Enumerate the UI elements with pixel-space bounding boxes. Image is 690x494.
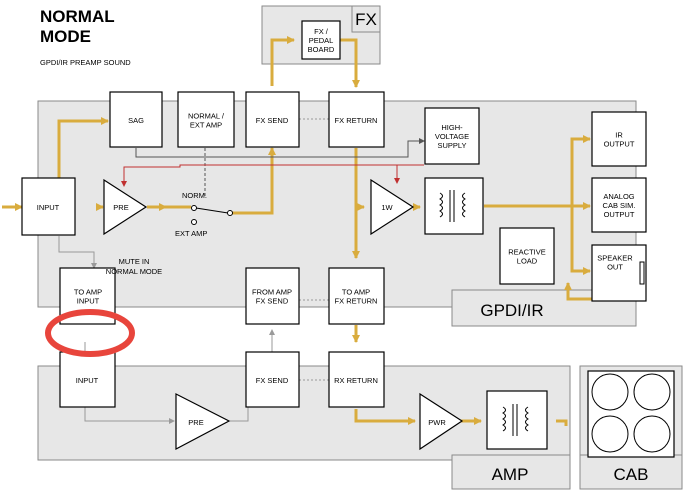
gpdi-tag-label: GPDI/IR	[480, 301, 543, 320]
subtitle: GPDI/IR PREAMP SOUND	[40, 58, 131, 67]
hv-supply-label: HIGH-	[441, 123, 463, 132]
norm-ext-switch	[166, 205, 233, 225]
input-label: INPUT	[37, 203, 60, 212]
to-amp-input-label: INPUT	[77, 297, 100, 306]
fx-pedal-board-label: PEDAL	[309, 36, 334, 45]
fx-pedal-board-label: BOARD	[308, 45, 335, 54]
amp-pre-label: PRE	[188, 418, 203, 427]
title-line-2: MODE	[40, 27, 91, 46]
pwr-label: PWR	[428, 418, 446, 427]
amp-input-label: INPUT	[76, 376, 99, 385]
ir-output-label: OUTPUT	[604, 140, 635, 149]
analog-cab-sim-box	[591, 177, 647, 233]
from-amp-fx-send-label: FX SEND	[256, 297, 289, 306]
speaker-out-label: SPEAKER	[597, 254, 633, 263]
title-line-1: NORMAL	[40, 7, 115, 26]
fx-send-label: FX SEND	[256, 116, 289, 125]
fx-pedal-board-box	[301, 20, 341, 60]
speaker-out-label: OUT	[607, 263, 623, 272]
fx-send-box	[245, 91, 300, 148]
speaker-cabinet-icon	[587, 370, 675, 458]
hv-supply-label: SUPPLY	[437, 141, 466, 150]
fx-tag-label: FX	[355, 10, 377, 29]
amp-panel	[37, 365, 571, 461]
normal-ext-amp-label: EXT AMP	[190, 121, 222, 130]
fx-pedal-board-label: FX /	[314, 27, 329, 36]
analog-cab-sim-label: ANALOG	[603, 192, 634, 201]
cab-tag-label: CAB	[614, 465, 649, 484]
pre-label: PRE	[113, 203, 128, 212]
fx-tag	[351, 5, 381, 33]
amp-tag-label: AMP	[492, 465, 529, 484]
to-amp-input-label: TO AMP	[74, 288, 102, 297]
normal-ext-amp-label: NORMAL /	[188, 112, 225, 121]
hv-supply-box	[424, 107, 480, 165]
gpdi-transformer-icon	[424, 177, 484, 235]
to-amp-fx-return-box	[328, 267, 385, 325]
from-amp-fx-send-box	[245, 267, 300, 325]
speaker-jack-icon	[639, 261, 645, 285]
amp-fx-send-box	[245, 351, 300, 408]
reactive-load-box	[499, 227, 555, 285]
amp-pre-triangle	[175, 393, 231, 450]
to-amp-fx-return-label: TO AMP	[342, 288, 370, 297]
highlight-ellipse	[45, 309, 135, 357]
amp-fx-send-label: FX SEND	[256, 376, 289, 385]
fx-return-label: FX RETURN	[335, 116, 378, 125]
ir-output-label: IR	[615, 131, 623, 140]
pwr-triangle	[419, 392, 464, 451]
pre-amp-triangle	[103, 178, 148, 236]
sag-label: SAG	[128, 116, 144, 125]
amp-input-box	[59, 351, 116, 408]
amp-fx-return-box	[328, 351, 385, 408]
reactive-load-label: REACTIVE	[508, 248, 546, 257]
from-amp-fx-send-label: FROM AMP	[252, 288, 292, 297]
mute-note-line-1: MUTE IN	[119, 257, 150, 266]
switch-label-ext-amp: EXT AMP	[175, 229, 207, 238]
amp-fx-return-label: RX RETURN	[334, 376, 378, 385]
analog-cab-sim-label: CAB SIM.	[603, 201, 636, 210]
mute-note-line-2: NORMAL MODE	[106, 267, 162, 276]
fx-return-box	[328, 91, 385, 148]
one-w-label: 1W	[381, 203, 393, 212]
amp-transformer-icon	[486, 390, 548, 450]
analog-cab-sim-label: OUTPUT	[604, 210, 635, 219]
ir-output-box	[591, 111, 647, 167]
signal-paths	[2, 36, 611, 426]
reactive-load-label: LOAD	[517, 257, 538, 266]
to-amp-fx-return-label: FX RETURN	[335, 297, 378, 306]
normal-ext-amp-box	[177, 91, 235, 148]
cab-tag	[579, 454, 683, 490]
switch-label-norm: NORM.	[182, 191, 207, 200]
input-box	[21, 177, 76, 236]
speaker-out-box	[591, 244, 647, 302]
hv-supply-label: VOLTAGE	[435, 132, 469, 141]
amp-tag	[451, 454, 571, 490]
sag-box	[109, 91, 163, 148]
one-w-triangle	[370, 178, 415, 236]
